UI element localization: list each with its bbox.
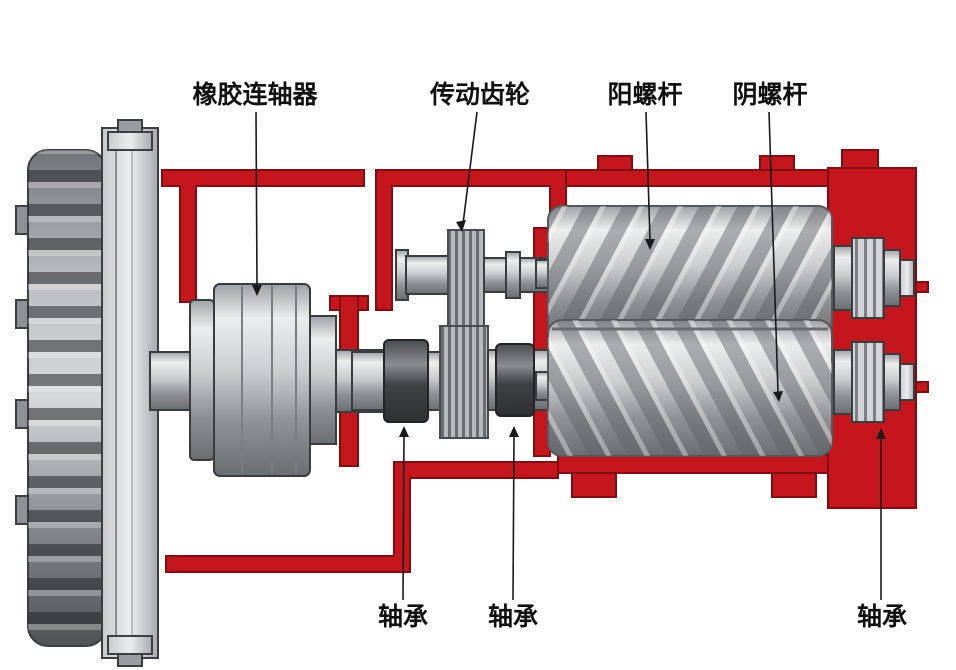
flange-bottom-bolt (117, 653, 143, 667)
flange-bottom-bolt-base (107, 635, 153, 655)
leader-bearing-mid (512, 433, 515, 601)
bearing-rollers (851, 341, 885, 423)
arrow-female-rotor (773, 391, 783, 402)
bearing-stack-lower-right (833, 341, 915, 423)
casing-screw-top (565, 169, 829, 187)
bearing-rollers (851, 237, 885, 319)
bearing-outer-ring (883, 353, 901, 411)
gear-assembly (351, 229, 551, 439)
flange-top-bolt (117, 119, 143, 133)
drive-gear-upper (447, 229, 485, 329)
casing-right-bolt (915, 381, 929, 393)
label-female-rotor: 阴螺杆 (732, 81, 807, 109)
leader-male-rotor (645, 111, 651, 241)
arrow-gear (456, 220, 466, 232)
label-bearing-right: 轴承 (857, 602, 907, 631)
label-bearing-left: 轴承 (378, 602, 428, 631)
bearing-end-bolt (899, 259, 915, 297)
leader-bearing-left (402, 433, 405, 601)
bearing-end-bolt (899, 363, 915, 401)
motor-flywheel (15, 119, 159, 667)
arrow-male-rotor (645, 239, 655, 250)
labels: 橡胶连轴器 传动齿轮 阳螺杆 阴螺杆 轴承 轴承 轴承 (192, 80, 907, 631)
upper-gear-shaft (405, 255, 453, 295)
leader-gear (462, 111, 478, 225)
casing-bottom-pipe (165, 461, 559, 573)
female-rotor-helix-texture (548, 320, 832, 456)
bearing-stack-upper-right (833, 237, 915, 319)
coupling-step (309, 315, 337, 445)
casing-foot (571, 472, 617, 498)
bearing-lower-mid (495, 343, 535, 417)
label-drive-gear: 传动齿轮 (429, 81, 530, 109)
coupling-disc (189, 299, 215, 461)
bearing-inner-ring (833, 245, 853, 311)
casing-top-bolt-stub (597, 155, 633, 171)
motor-ribs (28, 150, 106, 646)
arrow-bearing-mid (509, 426, 519, 437)
casing-right-bolt (915, 281, 929, 293)
casing-gear-chamber-top (375, 169, 567, 311)
arrow-coupling (252, 285, 262, 296)
male-rotor-helix-texture (548, 206, 832, 338)
leader-coupling (255, 111, 258, 287)
upper-shaft-ring (505, 251, 521, 299)
casing-right-block (827, 167, 917, 509)
leader-female-rotor (768, 111, 779, 393)
bearing-inner-ring (833, 349, 853, 415)
casing-screw-bottom (557, 454, 831, 474)
arrow-bearing-right (876, 428, 886, 439)
flange-top-bolt-base (107, 131, 153, 151)
bearing-outer-ring (883, 249, 901, 307)
casing-right-top-stub (841, 149, 879, 169)
arrow-bearing-left (399, 426, 409, 437)
leader-arrowheads (252, 220, 886, 439)
screw-rotors (535, 205, 833, 457)
casing-foot (771, 472, 817, 498)
casing-top-bolt-stub (759, 155, 795, 171)
bearing-lower-left (383, 339, 429, 423)
leader-lines (255, 111, 882, 601)
label-male-rotor: 阳螺杆 (607, 81, 682, 109)
drive-gear-lower (439, 325, 489, 439)
label-bearing-mid: 轴承 (488, 602, 538, 631)
label-coupling: 橡胶连轴器 (192, 80, 318, 109)
